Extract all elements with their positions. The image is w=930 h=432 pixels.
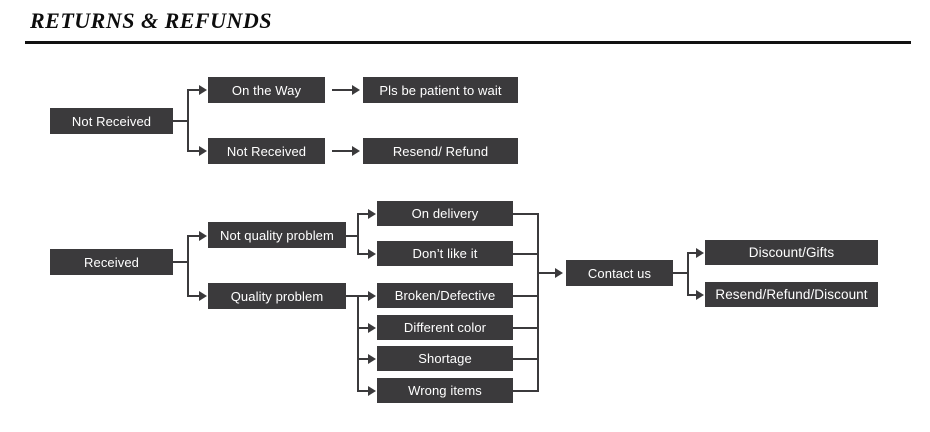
- node-discount-gifts[interactable]: Discount/Gifts: [705, 240, 878, 265]
- node-pls-be-patient-to-wait[interactable]: Pls be patient to wait: [363, 77, 518, 103]
- connector-to-discount-gifts: [687, 252, 698, 254]
- connector-merge-broken-defective: [513, 295, 539, 297]
- connector-not-quality-bus: [357, 213, 359, 255]
- arrowhead-contact-us: [555, 268, 563, 278]
- arrowhead-broken-defective: [368, 291, 376, 301]
- node-received-root[interactable]: Received: [50, 249, 173, 275]
- connector-merge-dont-like-it: [513, 253, 539, 255]
- arrowhead-on-the-way: [199, 85, 207, 95]
- node-resend-refund-discount[interactable]: Resend/Refund/Discount: [705, 282, 878, 307]
- arrowhead-shortage: [368, 354, 376, 364]
- connector-on-the-way-to-result: [332, 89, 354, 91]
- title-divider: [25, 41, 911, 44]
- arrowhead-not-quality-problem: [199, 231, 207, 241]
- arrowhead-resend-refund: [352, 146, 360, 156]
- connector-not-quality-stub: [346, 235, 359, 237]
- arrowhead-different-color: [368, 323, 376, 333]
- node-on-delivery[interactable]: On delivery: [377, 201, 513, 226]
- node-on-the-way[interactable]: On the Way: [208, 77, 325, 103]
- connector-to-on-the-way: [187, 89, 201, 91]
- arrowhead-on-delivery: [368, 209, 376, 219]
- connector-to-not-received-child: [187, 150, 201, 152]
- connector-not-received-to-result: [332, 150, 354, 152]
- connector-outcomes-bus: [687, 252, 689, 296]
- connector-to-quality-problem: [187, 295, 201, 297]
- connector-to-on-delivery: [357, 213, 370, 215]
- connector-quality-stub: [346, 295, 359, 297]
- connector-to-resend-refund-discount: [687, 294, 698, 296]
- arrowhead-dont-like-it: [368, 249, 376, 259]
- node-wrong-items[interactable]: Wrong items: [377, 378, 513, 403]
- arrowhead-quality-problem: [199, 291, 207, 301]
- page-title: RETURNS & REFUNDS: [30, 8, 273, 33]
- arrowhead-pls-be-patient: [352, 85, 360, 95]
- connector-received-stub: [173, 261, 189, 263]
- connector-to-wrong-items: [357, 390, 370, 392]
- node-shortage[interactable]: Shortage: [377, 346, 513, 371]
- connector-merge-wrong-items: [513, 390, 539, 392]
- node-contact-us[interactable]: Contact us: [566, 260, 673, 286]
- connector-merge-shortage: [513, 358, 539, 360]
- connector-to-not-quality-problem: [187, 235, 201, 237]
- connector-not-received-bus: [187, 89, 189, 152]
- connector-merge-on-delivery: [513, 213, 539, 215]
- connector-to-different-color: [357, 327, 370, 329]
- connector-merge-bus: [537, 213, 539, 392]
- arrowhead-resend-refund-discount: [696, 290, 704, 300]
- node-not-received-child[interactable]: Not Received: [208, 138, 325, 164]
- node-not-received-root[interactable]: Not Received: [50, 108, 173, 134]
- connector-not-received-stub: [173, 120, 189, 122]
- connector-received-bus: [187, 235, 189, 297]
- connector-contact-us-stub: [673, 272, 689, 274]
- connector-to-shortage: [357, 358, 370, 360]
- node-broken-defective[interactable]: Broken/Defective: [377, 283, 513, 308]
- node-different-color[interactable]: Different color: [377, 315, 513, 340]
- connector-merge-to-contact-us: [537, 272, 557, 274]
- arrowhead-discount-gifts: [696, 248, 704, 258]
- connector-to-dont-like-it: [357, 253, 370, 255]
- connector-merge-different-color: [513, 327, 539, 329]
- arrowhead-wrong-items: [368, 386, 376, 396]
- page-header: RETURNS & REFUNDS: [0, 0, 930, 48]
- connector-quality-bus: [357, 295, 359, 391]
- node-not-quality-problem[interactable]: Not quality problem: [208, 222, 346, 248]
- arrowhead-not-received-child: [199, 146, 207, 156]
- connector-to-broken-defective: [357, 295, 370, 297]
- node-resend-refund[interactable]: Resend/ Refund: [363, 138, 518, 164]
- node-quality-problem[interactable]: Quality problem: [208, 283, 346, 309]
- node-dont-like-it[interactable]: Don’t like it: [377, 241, 513, 266]
